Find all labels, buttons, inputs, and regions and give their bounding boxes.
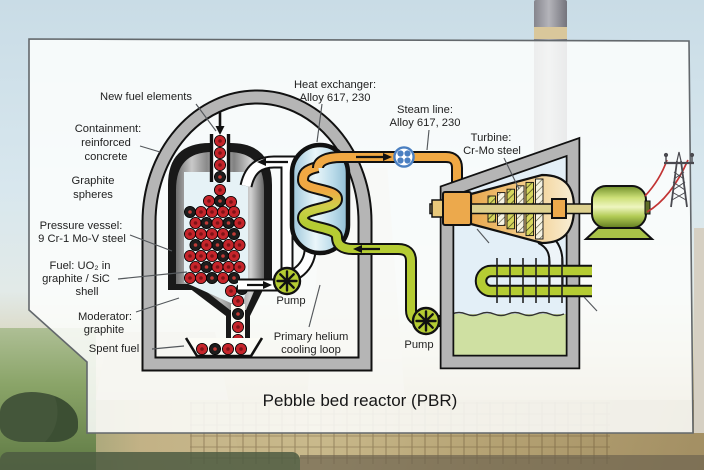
steam-inlet-block: [442, 191, 472, 226]
svg-text:graphite: graphite: [84, 324, 124, 336]
helium-pump-icon: [272, 266, 302, 296]
machinery-strip: [300, 455, 704, 470]
label-primary-loop: Primary helium: [274, 331, 349, 343]
tree-line: [0, 452, 300, 470]
label-pressure-vessel: Pressure vessel:: [40, 220, 123, 232]
steam-line-pipe: [312, 151, 463, 197]
turbine: [429, 173, 597, 245]
svg-text:spheres: spheres: [73, 189, 113, 201]
diagram-labels: New fuel elements Containment: reinforce…: [38, 79, 521, 410]
svg-text:Cr-Mo steel: Cr-Mo steel: [463, 145, 521, 157]
label-heat-exchanger: Heat exchanger:: [294, 79, 376, 91]
smokestack-band: [534, 27, 567, 39]
transmission-tower-icon: [663, 151, 695, 208]
trees: [0, 392, 78, 442]
svg-text:graphite / SiC: graphite / SiC: [42, 273, 110, 285]
containment-structure: [141, 89, 373, 372]
label-turbine: Turbine:: [471, 132, 512, 144]
label-fuel: Fuel: UO₂ in: [50, 260, 111, 272]
svg-text:concrete: concrete: [85, 151, 128, 163]
svg-text:Alloy 617, 230: Alloy 617, 230: [390, 117, 461, 129]
label-new-fuel-elements: New fuel elements: [100, 91, 192, 103]
shaft-coupling: [551, 198, 567, 219]
label-steam-line: Steam line:: [397, 104, 453, 116]
generator: [583, 185, 655, 240]
building-edge: [694, 228, 704, 433]
diagram-caption: Pebble bed reactor (PBR): [263, 391, 458, 410]
steam-valve-icon: [393, 146, 415, 168]
secondary-loop-coil: [296, 161, 457, 327]
label-graphite-spheres: Graphite: [72, 175, 115, 187]
label-pump-secondary: Pump: [404, 339, 433, 351]
feedwater-pump-icon: [411, 306, 441, 336]
svg-text:cooling loop: cooling loop: [281, 344, 341, 356]
condenser-cooling-tubes: [474, 258, 598, 312]
spent-fuel-pebbles: [195, 342, 247, 355]
label-moderator: Moderator:: [78, 311, 132, 323]
svg-text:reinforced: reinforced: [81, 137, 131, 149]
label-containment: Containment:: [75, 123, 142, 135]
fuel-pebbles: [183, 134, 248, 346]
leader-line: [476, 228, 490, 244]
label-spent-fuel: Spent fuel: [89, 343, 139, 355]
label-leaders: [117, 103, 520, 350]
svg-text:9 Cr-1 Mo-V steel: 9 Cr-1 Mo-V steel: [38, 233, 126, 245]
svg-text:Alloy 617, 230: Alloy 617, 230: [300, 92, 371, 104]
svg-text:shell: shell: [75, 286, 98, 298]
label-pump-primary: Pump: [276, 295, 305, 307]
feed-arrow-icon: [215, 111, 225, 135]
